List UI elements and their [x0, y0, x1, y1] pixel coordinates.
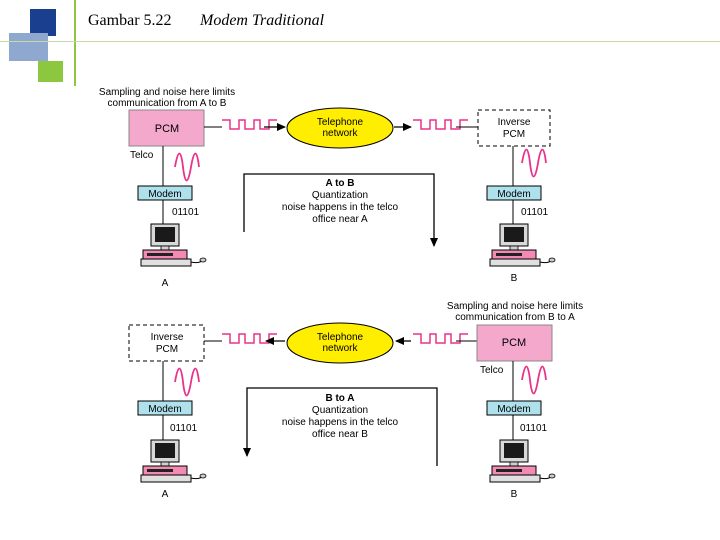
top-note-line-1: Sampling and noise here limits: [99, 87, 235, 98]
bottom-computer-left-label: A: [162, 489, 169, 500]
bottom-arrow-line-3: noise happens in the telco: [282, 417, 399, 428]
slide-title: Gambar 5.22 Modem Traditional: [88, 12, 324, 30]
bottom-right-box-label: PCM: [502, 337, 526, 349]
top-left-digital-signal: [222, 119, 277, 130]
top-arrow-line-1: A to B: [325, 178, 354, 189]
top-inverse-pcm-box: [477, 109, 551, 147]
bottom-panel: Sampling and noise here limits communica…: [128, 301, 583, 500]
bottom-inverse-pcm-box: [128, 324, 205, 362]
top-telephone-network: [286, 107, 394, 149]
top-modem-right: [486, 185, 542, 201]
figure-name: Modem Traditional: [200, 12, 325, 29]
bottom-computer-left: [140, 439, 207, 483]
bottom-telephone-network: [286, 322, 394, 364]
top-right-box-label-2: PCM: [503, 129, 525, 140]
top-bits-right: 01101: [521, 207, 549, 218]
bottom-quantization-arrow: [243, 387, 438, 466]
top-quantization-arrow: [243, 173, 438, 247]
bottom-bits-left: 01101: [170, 423, 198, 434]
top-panel: Sampling and noise here limits communica…: [99, 87, 556, 289]
bottom-modem-right: [486, 400, 542, 416]
deco-line-horizontal: [0, 41, 720, 42]
top-network-label-1: Telephone: [317, 117, 364, 128]
top-arrow-line-2: Quantization: [312, 190, 368, 201]
bottom-network-label-1: Telephone: [317, 332, 364, 343]
top-modem-right-label: Modem: [497, 189, 530, 200]
bottom-note-line-2: communication from B to A: [455, 312, 575, 323]
top-arrow-line-3: noise happens in the telco: [282, 202, 399, 213]
top-right-analog-wave: [521, 148, 547, 178]
bottom-right-digital-signal: [413, 333, 468, 344]
bottom-note-line-1: Sampling and noise here limits: [447, 301, 583, 312]
bottom-computer-right-label: B: [511, 489, 518, 500]
top-arrow-line-4: office near A: [312, 214, 368, 225]
top-computer-right: [489, 223, 556, 267]
top-computer-right-label: B: [511, 273, 518, 284]
bottom-modem-right-label: Modem: [497, 404, 530, 415]
top-pcm-box: [128, 109, 205, 147]
bottom-arrow-line-4: office near B: [312, 429, 368, 440]
top-bits-left: 01101: [172, 207, 200, 218]
top-telco-label: Telco: [130, 150, 154, 161]
top-right-digital-signal: [413, 119, 468, 130]
top-modem-left: [137, 185, 193, 201]
bottom-arrow-line-2: Quantization: [312, 405, 368, 416]
bottom-pcm-box: [476, 324, 553, 362]
deco-square-navy: [30, 9, 56, 36]
top-left-analog-wave: [174, 152, 200, 182]
bottom-telco-label: Telco: [480, 365, 504, 376]
deco-line-vertical: [74, 0, 76, 86]
top-note-line-2: communication from A to B: [108, 98, 227, 109]
bottom-arrow-line-1: B to A: [325, 393, 354, 404]
bottom-computer-right: [489, 439, 556, 483]
bottom-right-analog-wave: [521, 365, 547, 395]
top-left-box-label: PCM: [155, 123, 179, 135]
deco-square-lightblue: [9, 33, 48, 61]
bottom-network-label-2: network: [322, 343, 358, 354]
bottom-left-box-label-1: Inverse: [151, 332, 184, 343]
top-computer-left-label: A: [162, 278, 169, 289]
bottom-bits-right: 01101: [520, 423, 548, 434]
top-network-label-2: network: [322, 128, 358, 139]
top-right-box-label-1: Inverse: [498, 117, 531, 128]
bottom-left-box-label-2: PCM: [156, 344, 178, 355]
bottom-left-analog-wave: [174, 367, 200, 397]
deco-square-green: [38, 61, 63, 82]
figure-number: Gambar 5.22: [88, 12, 172, 29]
top-modem-left-label: Modem: [148, 189, 181, 200]
bottom-modem-left: [137, 400, 193, 416]
bottom-modem-left-label: Modem: [148, 404, 181, 415]
top-computer-left: [140, 223, 207, 267]
